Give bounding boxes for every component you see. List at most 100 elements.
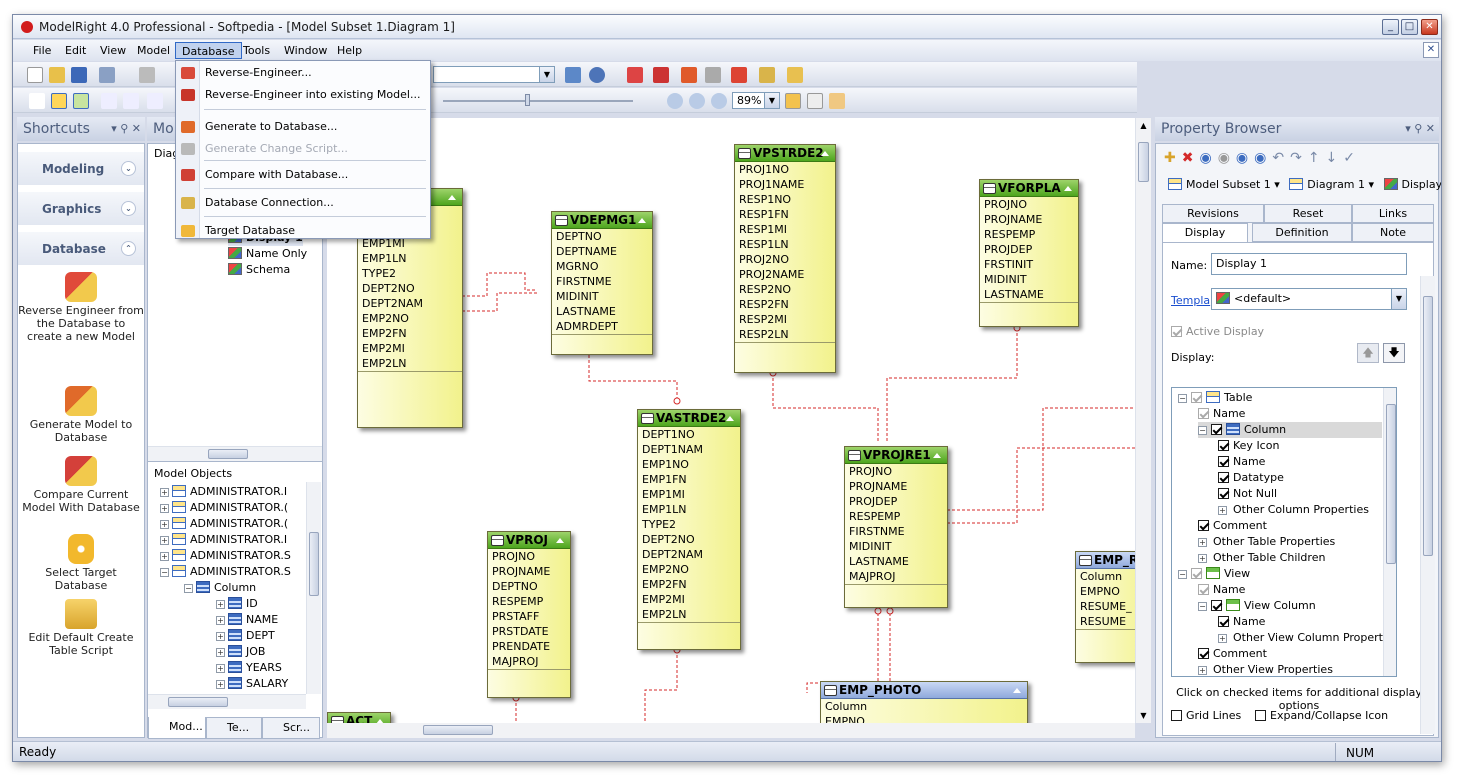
entity-column[interactable]: Column: [1080, 570, 1123, 583]
display-tree-vscroll[interactable]: [1383, 388, 1396, 676]
display-tree-item[interactable]: Not Null: [1218, 486, 1382, 502]
entity-column[interactable]: TYPE2: [642, 518, 677, 531]
entity-column[interactable]: MIDINIT: [849, 540, 892, 553]
add-icon[interactable]: ✚: [1164, 150, 1182, 166]
entity-column[interactable]: EMP1MI: [362, 237, 405, 250]
save-icon[interactable]: [71, 67, 87, 83]
model-object-row[interactable]: +ADMINISTRATOR.(: [160, 501, 289, 514]
scroll-up-icon[interactable]: ▲: [1140, 121, 1147, 130]
compare-toolbar-icon[interactable]: [731, 67, 747, 83]
expand-icon[interactable]: +: [1198, 666, 1207, 675]
check-icon[interactable]: ✓: [1343, 150, 1362, 166]
link-tool-icon[interactable]: [123, 93, 139, 109]
collapse-icon[interactable]: −: [1178, 570, 1187, 579]
tab-reset[interactable]: Reset: [1264, 204, 1352, 223]
entity-column[interactable]: EMP2LN: [362, 357, 407, 370]
menu-item-reverse-engineer[interactable]: Reverse-Engineer...: [176, 62, 430, 84]
entity-column[interactable]: LASTNAME: [556, 305, 616, 318]
shortcut-reverse-engineer[interactable]: Reverse Engineer from the Database to cr…: [18, 272, 144, 343]
entity-column[interactable]: DEPTNAME: [556, 245, 617, 258]
entity-column[interactable]: EMP2FN: [642, 578, 687, 591]
column-item[interactable]: +JOB: [216, 645, 266, 658]
expand-icon[interactable]: +: [1218, 634, 1227, 643]
menu-model[interactable]: Model: [137, 44, 171, 57]
template-link[interactable]: Templa: [1171, 294, 1211, 307]
display-tree-item[interactable]: −View Column: [1198, 598, 1382, 614]
entity-column[interactable]: PROJNO: [984, 198, 1028, 211]
entity-column[interactable]: EMPNO: [1080, 585, 1120, 598]
entity-column[interactable]: EMP1LN: [642, 503, 687, 516]
chevron-up-icon[interactable]: ⌃: [121, 241, 136, 256]
canvas-vertical-scrollbar[interactable]: ▲ ▼: [1135, 118, 1151, 723]
entity-column[interactable]: EMP2NO: [642, 563, 689, 576]
checkbox[interactable]: [1198, 648, 1209, 659]
entity-column[interactable]: RESP1LN: [739, 238, 789, 251]
redo-icon[interactable]: ↷: [1290, 150, 1308, 166]
zoom-slider-thumb[interactable]: [525, 94, 530, 106]
entity-column[interactable]: EMP2MI: [362, 342, 405, 355]
column-item[interactable]: +YEARS: [216, 661, 282, 674]
generate-toolbar-icon[interactable]: [681, 67, 697, 83]
table-tool-icon[interactable]: [51, 93, 67, 109]
crumb-model-subset[interactable]: Model Subset 1: [1186, 178, 1271, 191]
entity-column[interactable]: FRSTINIT: [984, 258, 1034, 271]
display-tree-item[interactable]: Name: [1218, 454, 1382, 470]
tab-templates[interactable]: Te...: [206, 717, 262, 739]
entity-column[interactable]: RESP1NO: [739, 193, 792, 206]
checkbox[interactable]: [1218, 616, 1229, 627]
checkbox[interactable]: [1198, 520, 1209, 531]
checkbox[interactable]: [1218, 472, 1229, 483]
shortcut-category-graphics[interactable]: Graphics⌄: [18, 192, 144, 226]
zoom-in-icon[interactable]: [689, 93, 705, 109]
diagram-canvas[interactable]: EMP1NOEMP1FNEMP1MIEMP1LNTYPE2DEPT2NODEPT…: [327, 118, 1135, 723]
arrow-down-icon[interactable]: ↓: [1325, 150, 1344, 166]
column-folder[interactable]: −Column: [184, 581, 257, 594]
shortcut-select-target[interactable]: Select Target Database: [18, 534, 144, 592]
cut-icon[interactable]: [139, 67, 155, 83]
scroll-thumb[interactable]: [423, 725, 493, 735]
entity-column[interactable]: LASTNAME: [984, 288, 1044, 301]
entity-column[interactable]: RESPEMP: [849, 510, 901, 523]
zoom-out-icon[interactable]: [711, 93, 727, 109]
entity-column[interactable]: DEPT2NO: [362, 282, 415, 295]
entity-column[interactable]: PROJ1NAME: [739, 178, 805, 191]
shortcut-edit-script[interactable]: Edit Default Create Table Script: [18, 599, 144, 657]
menu-item-compare-database[interactable]: Compare with Database...: [176, 164, 430, 186]
column-item[interactable]: +SALARY: [216, 677, 289, 690]
entity-column[interactable]: DEPT2NAM: [362, 297, 424, 310]
relationship-tool-icon[interactable]: [101, 93, 117, 109]
entity-column[interactable]: EMP2FN: [362, 327, 407, 340]
open-icon[interactable]: [49, 67, 65, 83]
menu-file[interactable]: File: [33, 44, 52, 57]
entity-column[interactable]: DEPT1NO: [642, 428, 695, 441]
entity-column[interactable]: RESP2MI: [739, 313, 787, 326]
canvas-horizontal-scrollbar[interactable]: [327, 723, 1135, 738]
menu-item-change-script[interactable]: Generate Change Script...: [176, 138, 430, 160]
menu-window[interactable]: Window: [284, 44, 328, 57]
entity-column[interactable]: Column: [825, 700, 868, 713]
entity-column[interactable]: PROJNAME: [492, 565, 551, 578]
entity-column[interactable]: ADMRDEPT: [556, 320, 618, 333]
entity-column[interactable]: RESUME: [1080, 615, 1127, 628]
display-tree-item[interactable]: +Other View Column Properties: [1218, 630, 1396, 646]
tab-revisions[interactable]: Revisions: [1162, 204, 1264, 223]
checkbox[interactable]: [1218, 488, 1229, 499]
tree-item-schema[interactable]: Schema: [228, 262, 290, 278]
object-selector-dropdown[interactable]: ▼: [433, 66, 555, 83]
scroll-thumb[interactable]: [1138, 142, 1149, 182]
column-item[interactable]: +NAME: [216, 613, 279, 626]
fit-page-icon[interactable]: [785, 93, 801, 109]
display-tree-item[interactable]: Comment: [1198, 518, 1382, 534]
back-icon[interactable]: ◉: [1199, 150, 1218, 166]
display-tree-item[interactable]: −View: [1178, 566, 1382, 582]
entity-column[interactable]: EMP1NO: [642, 458, 689, 471]
checkbox[interactable]: [1198, 408, 1209, 419]
entity-column[interactable]: PROJ1NO: [739, 163, 790, 176]
column-item[interactable]: +DEPT: [216, 629, 275, 642]
menu-view[interactable]: View: [100, 44, 127, 57]
entity-column[interactable]: PROJNO: [492, 550, 536, 563]
display-tree-item[interactable]: −Table: [1178, 390, 1382, 406]
tab-links[interactable]: Links: [1352, 204, 1434, 223]
expand-icon[interactable]: +: [1218, 506, 1227, 515]
